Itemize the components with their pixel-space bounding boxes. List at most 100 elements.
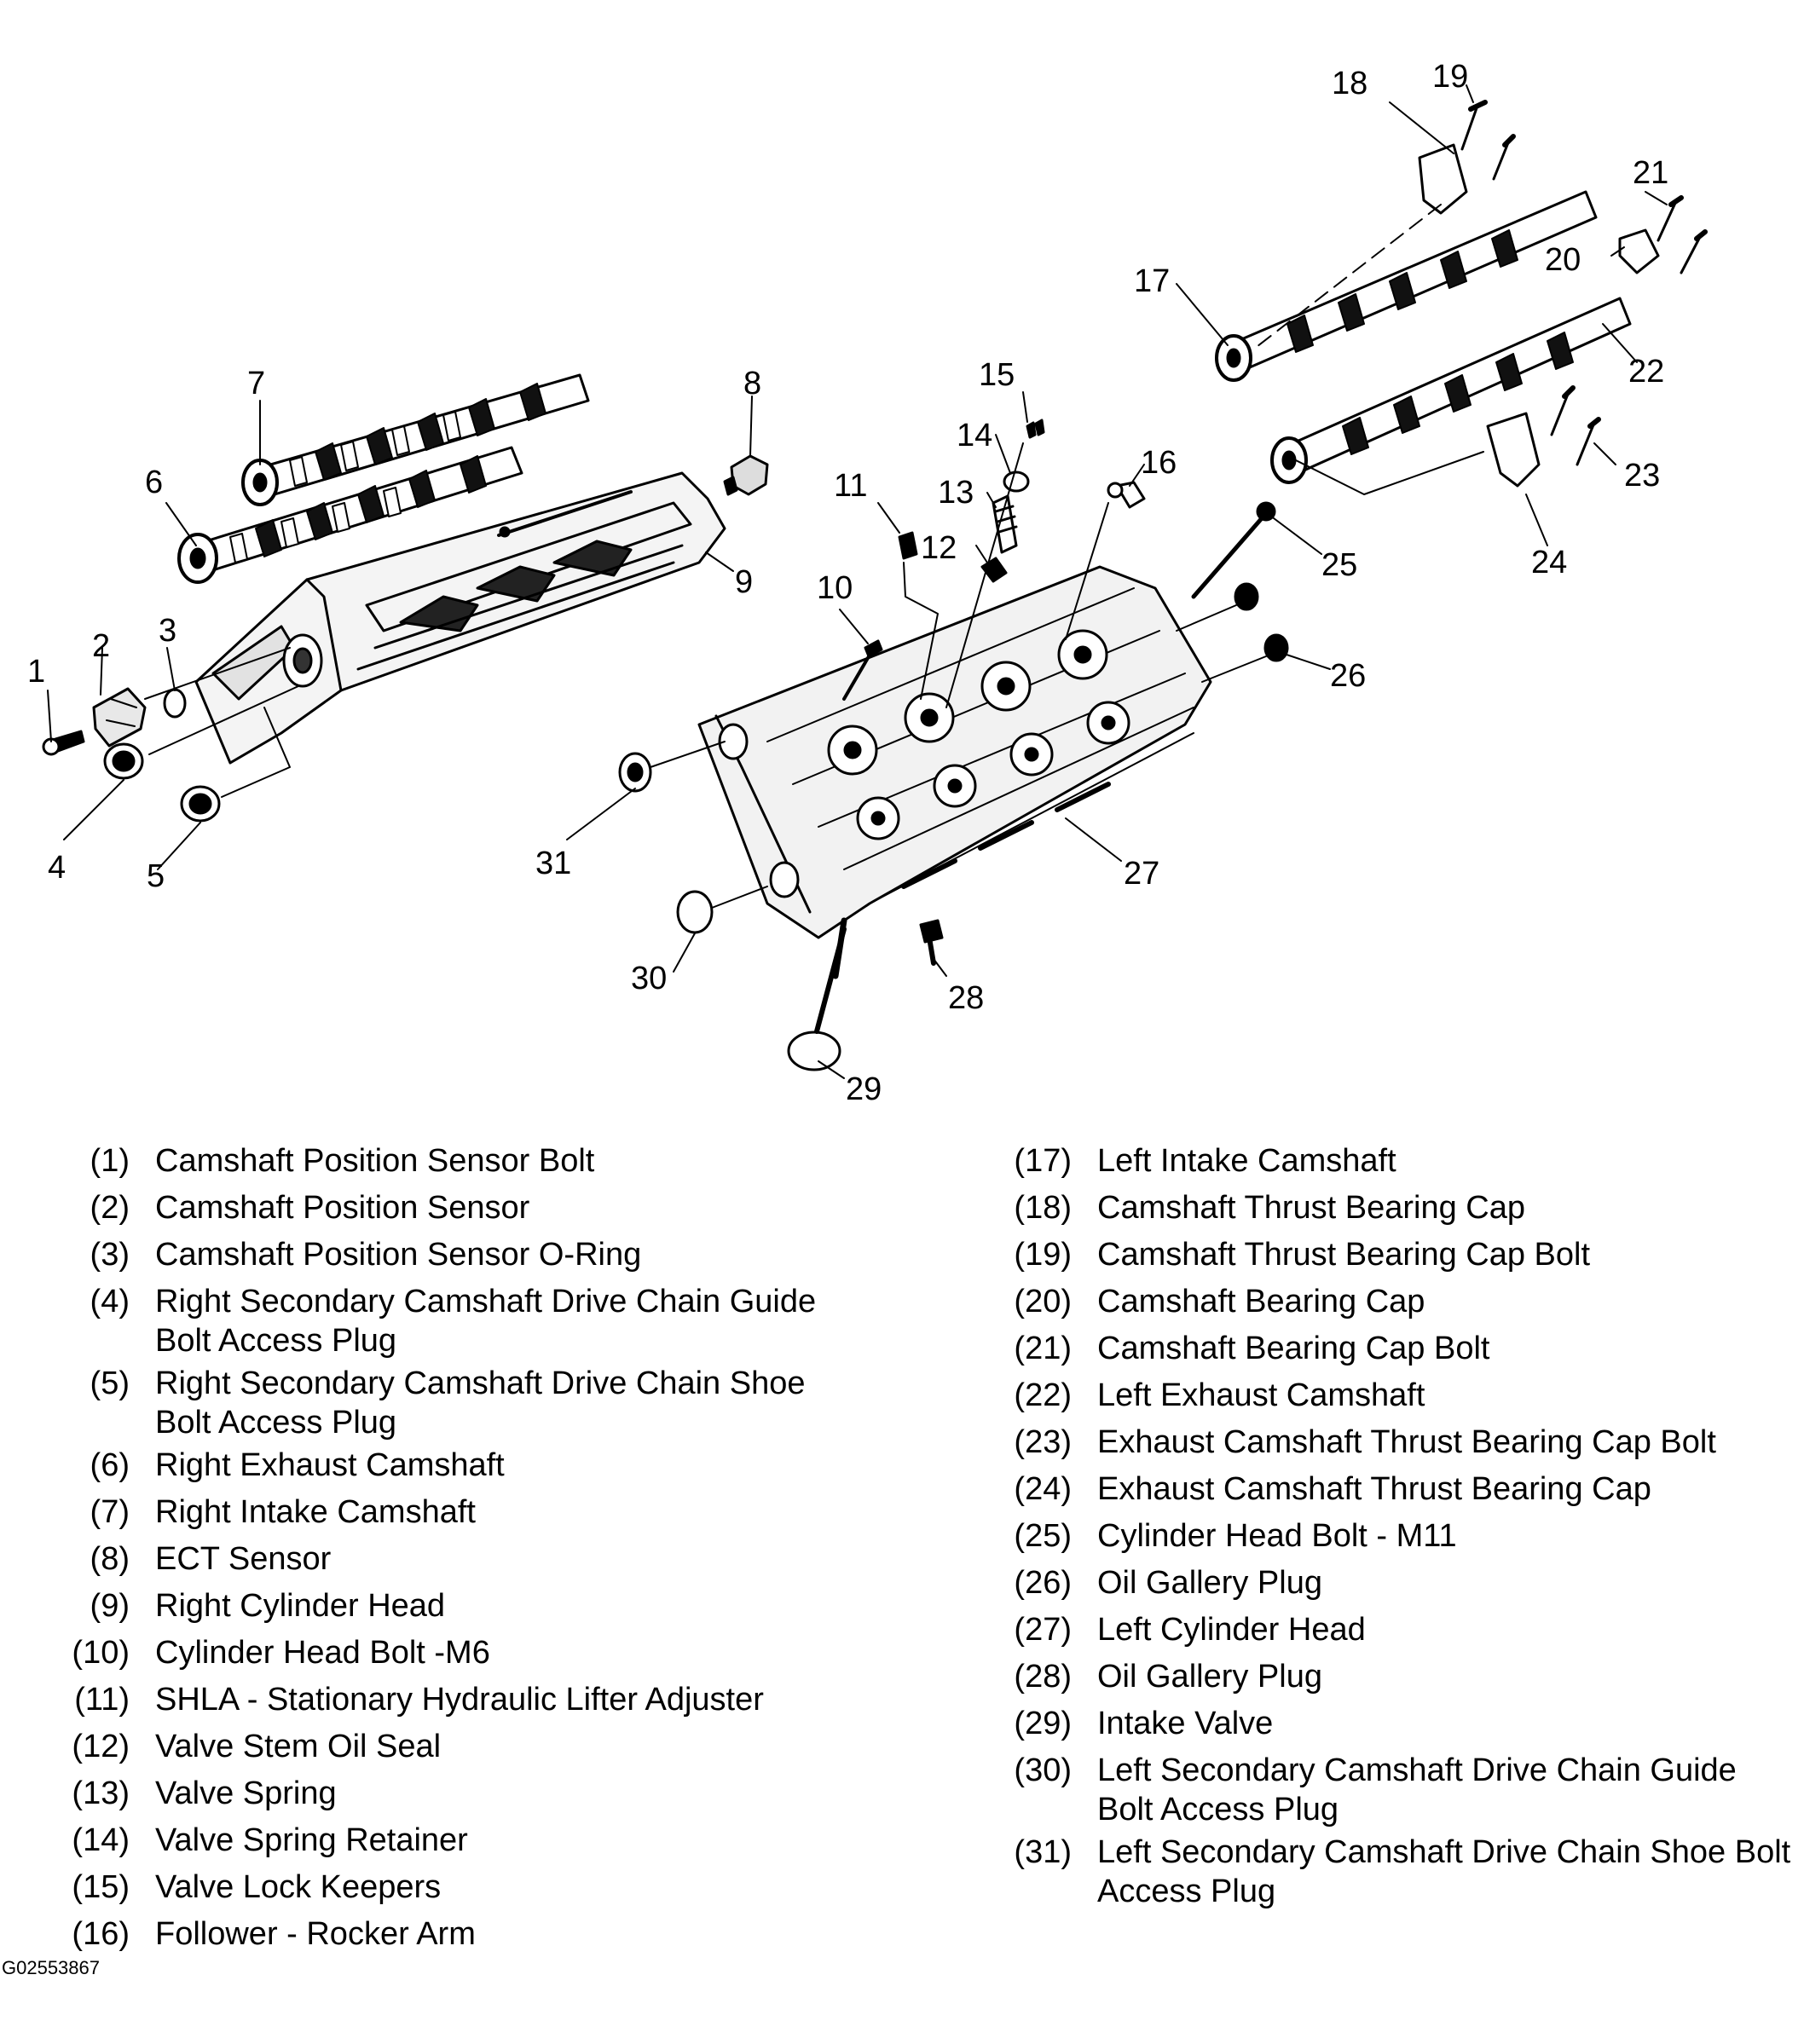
legend-number: (15) <box>72 1869 130 1905</box>
legend-item: (11)SHLA - Stationary Hydraulic Lifter A… <box>34 1677 870 1724</box>
bearing-caps <box>1418 100 1708 488</box>
legend-item: (23)Exhaust Camshaft Thrust Bearing Cap … <box>976 1419 1795 1466</box>
legend-item: (5) Right Secondary Camshaft Drive Chain … <box>34 1360 870 1442</box>
legend-text: Valve Lock Keepers <box>155 1869 442 1905</box>
legend-number: (23) <box>1014 1424 1072 1460</box>
callout-21: 21 <box>1633 155 1668 191</box>
legend-number: (21) <box>1014 1331 1072 1366</box>
callout-16: 16 <box>1141 445 1177 481</box>
legend-number: (11) <box>74 1682 130 1718</box>
legend-item: (31)Left Secondary Camshaft Drive Chain … <box>976 1829 1795 1911</box>
legend-item: (8)ECT Sensor <box>34 1536 870 1583</box>
legend-item: (28) Oil Gallery Plug <box>976 1654 1795 1700</box>
legend-text: Valve Spring <box>155 1776 337 1811</box>
legend-item: (13)Valve Spring <box>34 1770 870 1817</box>
legend-number: (9) <box>90 1588 130 1624</box>
callout-13: 13 <box>938 475 974 511</box>
callout-28: 28 <box>948 980 984 1016</box>
legend-text: Camshaft Position Sensor <box>155 1190 530 1226</box>
right-intake-camshaft <box>241 373 590 506</box>
legend-number: (17) <box>1014 1143 1072 1179</box>
callout-7: 7 <box>247 366 265 401</box>
legend-text: Right Intake Camshaft <box>155 1494 476 1530</box>
legend-item: (16)Follower - Rocker Arm <box>34 1911 870 1958</box>
legend-item: (27)Left Cylinder Head <box>976 1607 1795 1654</box>
camshaft-position-sensor <box>42 687 187 756</box>
access-plugs-left <box>618 741 768 934</box>
legend-number: (18) <box>1014 1190 1072 1226</box>
legend-item: (19)Camshaft Thrust Bearing Cap Bolt <box>976 1232 1795 1279</box>
legend-number: (14) <box>72 1822 130 1858</box>
legend-text: Left Secondary Camshaft Drive Chain Shoe… <box>1097 1834 1791 1909</box>
callout-3: 3 <box>159 613 176 649</box>
legend-text: Exhaust Camshaft Thrust Bearing Cap <box>1097 1471 1651 1507</box>
callout-24: 24 <box>1531 545 1567 580</box>
legend-text: Left Secondary Camshaft Drive Chain Guid… <box>1097 1752 1737 1827</box>
legend-text: Right Cylinder Head <box>155 1588 446 1624</box>
callout-numbers: 1 2 3 4 5 6 7 8 9 10 11 12 13 14 15 16 1… <box>27 59 1668 1107</box>
legend-number: (1) <box>90 1143 130 1179</box>
legend-text: Intake Valve <box>1097 1706 1274 1741</box>
legend-text: Cylinder Head Bolt -M6 <box>155 1635 490 1671</box>
legend-number: (27) <box>1014 1612 1072 1648</box>
legend-item: (17)Left Intake Camshaft <box>976 1138 1795 1185</box>
legend-item: (29)Intake Valve <box>976 1700 1795 1747</box>
left-intake-camshaft <box>1215 190 1598 382</box>
legend-number: (16) <box>72 1916 130 1952</box>
legend-item: (4)Right Secondary Camshaft Drive Chain … <box>34 1279 870 1360</box>
legend-text: Oil Gallery Plug <box>1097 1659 1322 1695</box>
legend-item: (12)Valve Stem Oil Seal <box>34 1724 870 1770</box>
oil-gallery-plugs <box>1176 582 1289 683</box>
callout-23: 23 <box>1624 458 1660 494</box>
legend-number: (3) <box>90 1237 130 1273</box>
legend-text: Cylinder Head Bolt - M11 <box>1097 1518 1457 1554</box>
legend-item: (18) Camshaft Thrust Bearing Cap <box>976 1185 1795 1232</box>
callout-12: 12 <box>921 530 957 566</box>
legend-item: (24) Exhaust Camshaft Thrust Bearing Cap <box>976 1466 1795 1513</box>
legend-text: Right Secondary Camshaft Drive Chain Gui… <box>155 1284 817 1359</box>
callout-29: 29 <box>846 1071 882 1107</box>
right-exhaust-camshaft <box>177 446 523 584</box>
legend-number: (24) <box>1014 1471 1072 1507</box>
left-exhaust-camshaft <box>1270 297 1632 484</box>
head-bolts <box>842 501 1276 701</box>
legend-item: (2)Camshaft Position Sensor <box>34 1185 870 1232</box>
legend-number: (30) <box>1014 1752 1072 1788</box>
callout-10: 10 <box>817 570 853 606</box>
callout-8: 8 <box>743 366 761 401</box>
legend-item: (1) Camshaft Position Sensor Bolt <box>34 1138 870 1185</box>
right-cylinder-head <box>194 471 726 765</box>
callout-22: 22 <box>1628 354 1664 390</box>
ect-sensor <box>723 454 769 496</box>
callout-30: 30 <box>631 961 667 996</box>
legend-number: (10) <box>72 1635 130 1671</box>
legend-item: (9) Right Cylinder Head <box>34 1583 870 1630</box>
legend-item: (7)Right Intake Camshaft <box>34 1489 870 1536</box>
callout-25: 25 <box>1321 547 1357 583</box>
callout-11: 11 <box>834 468 867 504</box>
guide-bolt-access-plug <box>103 742 144 780</box>
callout-14: 14 <box>957 418 992 453</box>
leader-lines <box>47 84 1668 1079</box>
callout-15: 15 <box>979 357 1015 393</box>
legend-item: (21)Camshaft Bearing Cap Bolt <box>976 1325 1795 1372</box>
callout-4: 4 <box>48 850 66 886</box>
legend-number: (19) <box>1014 1237 1072 1273</box>
legend-text: Camshaft Thrust Bearing Cap <box>1097 1190 1525 1226</box>
legend-number: (6) <box>90 1447 130 1483</box>
exploded-view-diagram: 1 2 3 4 5 6 7 8 9 10 11 12 13 14 15 16 1… <box>27 59 1708 1107</box>
legend-text: Valve Stem Oil Seal <box>155 1729 442 1764</box>
legend-item: (25) Cylinder Head Bolt - M11 <box>976 1513 1795 1560</box>
legend-right-column: (17)Left Intake Camshaft (18) Camshaft Th… <box>976 1138 1795 1911</box>
legend-text: Camshaft Position Sensor Bolt <box>155 1143 595 1179</box>
legend-number: (28) <box>1014 1659 1072 1695</box>
legend-text: Right Secondary Camshaft Drive Chain Sho… <box>155 1366 806 1441</box>
legend-text: Oil Gallery Plug <box>1097 1565 1322 1601</box>
legend-number: (5) <box>90 1366 130 1401</box>
legend-item: (10) Cylinder Head Bolt -M6 <box>34 1630 870 1677</box>
legend-item: (14)Valve Spring Retainer <box>34 1817 870 1864</box>
legend-number: (25) <box>1014 1518 1072 1554</box>
legend-item: (22)Left Exhaust Camshaft <box>976 1372 1795 1419</box>
legend-text: ECT Sensor <box>155 1541 332 1577</box>
legend-text: Camshaft Bearing Cap <box>1097 1284 1425 1319</box>
